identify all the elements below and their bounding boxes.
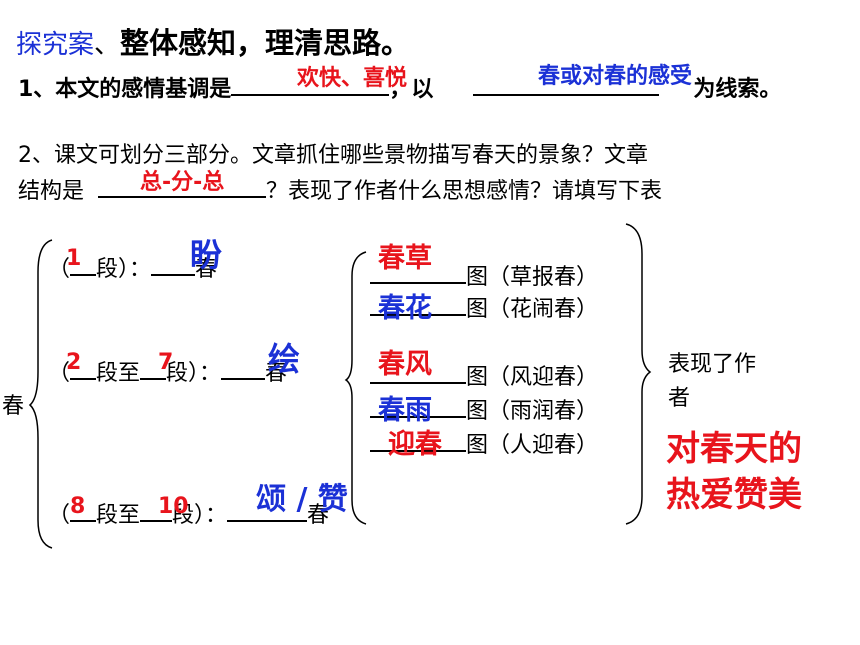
part-3-verb-blank — [227, 500, 308, 522]
part-1-verb-blank — [151, 254, 196, 276]
root-brace — [28, 239, 53, 549]
picture-answer: 春草 — [378, 243, 432, 274]
part-3-num2-blank — [140, 500, 173, 522]
pictures-brace — [344, 251, 367, 525]
part-2-num2: 7 — [158, 350, 174, 375]
part-2-text: 段）： — [166, 361, 222, 386]
part-3-num2: 10 — [158, 494, 189, 519]
part-3-num1: 8 — [70, 494, 86, 519]
picture-answer: 迎春 — [388, 429, 442, 460]
part-2-num1: 2 — [66, 350, 82, 375]
part-2-verb: 绘 — [268, 340, 301, 378]
part-1-tail: 春 — [195, 257, 218, 282]
q2-blank — [98, 176, 267, 198]
part-2-open: （ — [48, 361, 71, 386]
title-main: 整体感知，理清思路。 — [120, 26, 411, 60]
title-prefix: 探究案 — [16, 30, 95, 60]
picture-row: 图（风迎春） — [370, 362, 598, 391]
part-2-mid: 段至 — [96, 361, 141, 386]
question-2-line-2: 结构是 ？表现了作者什么思想感情？请填写下表 — [18, 176, 662, 205]
part-2-verb-blank — [221, 358, 266, 380]
question-1: 1、本文的感情基调是 ，以 为线索。 — [18, 74, 781, 103]
part-3-num1-blank — [70, 500, 97, 522]
q1-lead: 1、本文的感情基调是 — [18, 77, 232, 102]
picture-label: 图（风迎春） — [466, 365, 599, 390]
emotion-line-2: 热爱赞美 — [666, 475, 802, 515]
part-1-num: 1 — [66, 246, 82, 271]
part-3-text: 段）： — [172, 503, 228, 528]
picture-blank — [370, 262, 466, 284]
expresses-line-1: 表现了作 — [668, 352, 757, 377]
q2-structure-answer: 总-分-总 — [140, 170, 225, 195]
picture-label: 图（人迎春） — [466, 433, 599, 458]
q2-line2a: 结构是 — [18, 179, 85, 204]
q1-tail: 为线索。 — [693, 77, 782, 102]
diagram-root: 春 — [2, 394, 25, 419]
picture-row: 图（花闹春） — [370, 294, 598, 323]
part-1-num-blank — [70, 254, 97, 276]
picture-label: 图（雨润春） — [466, 399, 599, 424]
picture-blank — [370, 396, 466, 418]
q1-blank-1 — [231, 74, 390, 96]
emotion-line-1: 对春天的 — [666, 429, 802, 469]
q1-blank-2 — [473, 74, 660, 96]
part-1: （ 段）： 春 — [48, 254, 217, 283]
part-1-verb: 盼 — [190, 236, 223, 274]
q1-answer-2: 春或对春的感受 — [538, 64, 693, 89]
closing-brace — [625, 223, 652, 525]
picture-blank — [370, 362, 466, 384]
picture-answer: 春风 — [378, 349, 432, 380]
page-title: 探究案、整体感知，理清思路。 — [16, 28, 410, 60]
part-3-verb: 颂 / 赞 — [256, 482, 348, 517]
picture-row: 图（草报春） — [370, 262, 598, 291]
part-3-mid: 段至 — [96, 503, 141, 528]
part-2-tail: 春 — [265, 361, 288, 386]
part-1-open: （ — [48, 257, 71, 282]
picture-answer: 春花 — [378, 293, 432, 324]
picture-answer: 春雨 — [378, 395, 432, 426]
part-2-num1-blank — [70, 358, 97, 380]
part-2-num2-blank — [140, 358, 167, 380]
picture-blank — [370, 294, 466, 316]
picture-label: 图（草报春） — [466, 265, 599, 290]
title-sep: 、 — [94, 30, 121, 60]
picture-blank — [370, 430, 466, 452]
part-3-tail: 春 — [307, 503, 330, 528]
part-3-open: （ — [48, 503, 71, 528]
q2-line2b: ？表现了作者什么思想感情？请填写下表 — [266, 179, 663, 204]
picture-label: 图（花闹春） — [466, 297, 599, 322]
question-2-line-1: 2、课文可划分三部分。文章抓住哪些景物描写春天的景象？文章 — [18, 143, 648, 168]
part-1-text: 段）： — [96, 257, 152, 282]
q1-mid: ，以 — [389, 77, 434, 102]
q1-answer-1: 欢快、喜悦 — [297, 66, 408, 91]
picture-row: 图（人迎春） — [370, 430, 598, 459]
expresses-line-2: 者 — [668, 386, 691, 411]
picture-row: 图（雨润春） — [370, 396, 598, 425]
part-3: （ 段至 段）： 春 — [48, 500, 329, 529]
part-2: （ 段至段）： 春 — [48, 358, 287, 387]
